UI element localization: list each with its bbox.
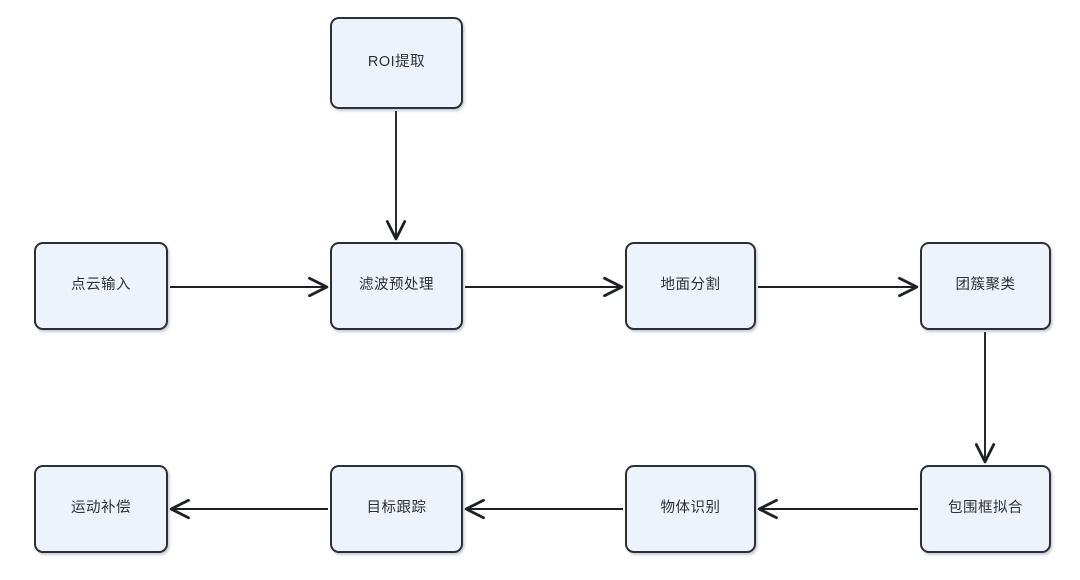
node-recognize[interactable]: 物体识别 (625, 465, 756, 553)
node-ground[interactable]: 地面分割 (625, 242, 756, 330)
node-roi[interactable]: ROI提取 (330, 17, 463, 109)
node-motion[interactable]: 运动补偿 (34, 465, 168, 553)
node-cluster[interactable]: 团簇聚类 (920, 242, 1051, 330)
node-bbox[interactable]: 包围框拟合 (920, 465, 1051, 553)
node-label-filter: 滤波预处理 (359, 277, 434, 294)
node-label-recognize: 物体识别 (660, 500, 721, 517)
node-label-tracking: 目标跟踪 (366, 500, 427, 517)
node-label-input: 点云输入 (71, 277, 131, 294)
node-label-ground: 地面分割 (660, 277, 721, 294)
node-tracking[interactable]: 目标跟踪 (330, 465, 463, 553)
node-label-cluster: 团簇聚类 (955, 277, 1016, 294)
node-input[interactable]: 点云输入 (34, 242, 168, 330)
node-filter[interactable]: 滤波预处理 (330, 242, 463, 330)
node-label-roi: ROI提取 (367, 54, 426, 71)
node-label-motion: 运动补偿 (71, 500, 131, 517)
node-label-bbox: 包围框拟合 (948, 500, 1023, 517)
edges-group (169, 111, 996, 520)
